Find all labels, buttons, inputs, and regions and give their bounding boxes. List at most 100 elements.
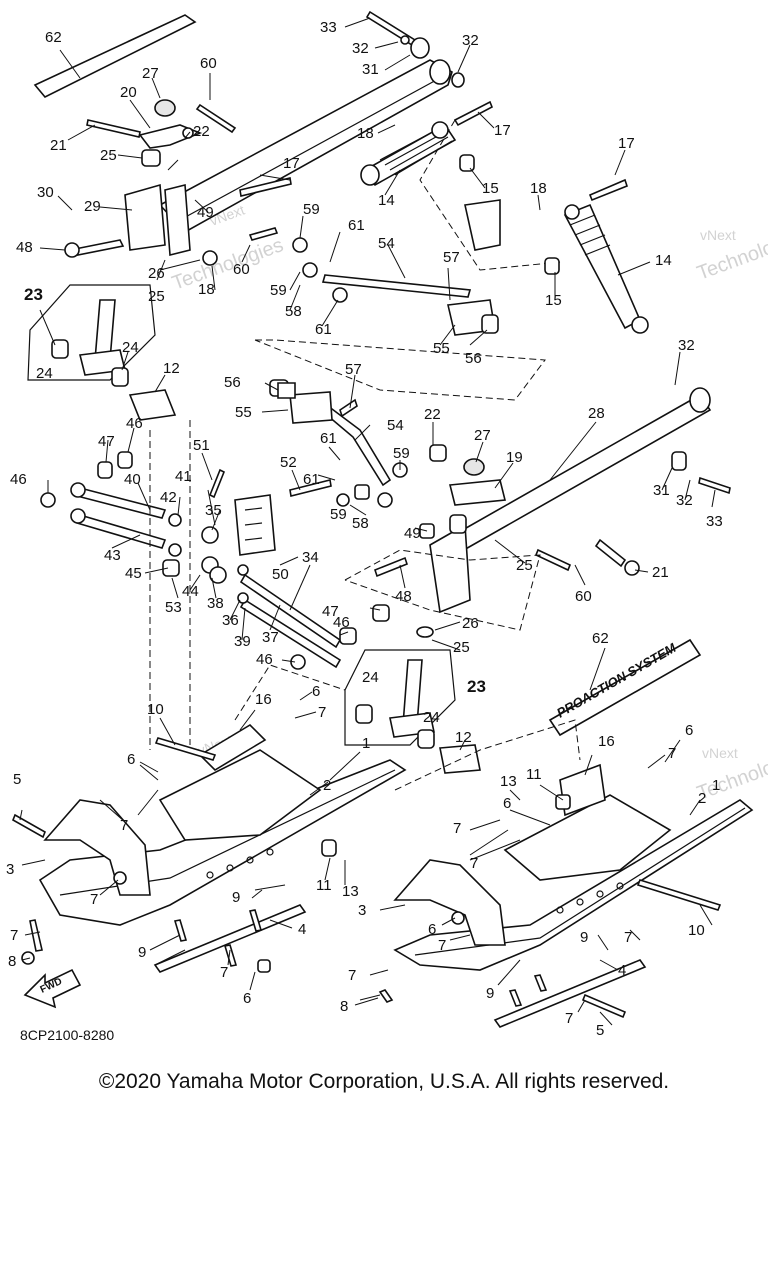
callout-35: 35 <box>205 502 222 519</box>
callout-42: 42 <box>160 489 177 506</box>
shock-absorber-top <box>360 121 457 187</box>
callout-7d: 7 <box>10 927 18 944</box>
callout-49b: 49 <box>404 525 421 542</box>
callout-9c: 9 <box>580 929 588 946</box>
callout-59d: 59 <box>330 506 347 523</box>
callout-15b: 15 <box>545 292 562 309</box>
callout-11: 11 <box>316 877 332 894</box>
callout-55: 55 <box>433 340 450 357</box>
callout-47b: 47 <box>322 603 339 620</box>
callout-25b: 25 <box>148 288 165 305</box>
callout-2b: 2 <box>698 790 706 807</box>
callout-59b: 59 <box>270 282 287 299</box>
callout-47: 47 <box>98 433 115 450</box>
callout-6e: 6 <box>685 722 693 739</box>
shock-absorber-right <box>563 203 649 334</box>
callout-60: 60 <box>200 55 217 72</box>
callout-9d: 9 <box>486 985 494 1002</box>
callout-14b: 14 <box>655 252 672 269</box>
svg-text:vNext: vNext <box>700 227 736 243</box>
callout-17c: 17 <box>618 135 635 152</box>
callout-55b: 55 <box>235 404 252 421</box>
callout-60b: 60 <box>233 261 250 278</box>
callout-9b: 9 <box>232 889 240 906</box>
callout-33b: 33 <box>706 513 723 530</box>
callout-53: 53 <box>165 599 182 616</box>
callout-14: 14 <box>378 192 395 209</box>
callout-24b: 24 <box>36 365 53 382</box>
callout-56: 56 <box>465 350 482 367</box>
callout-40: 40 <box>124 471 141 488</box>
callout-32b: 32 <box>462 32 479 49</box>
callout-6d: 6 <box>503 795 511 812</box>
parts-diagram: vNext Technologies vNext Technologies vN… <box>6 10 768 1039</box>
callout-10b: 10 <box>688 922 705 939</box>
callout-54b: 54 <box>387 417 404 434</box>
callout-22: 22 <box>193 123 210 140</box>
callout-48: 48 <box>16 239 33 256</box>
bolt-21 <box>86 119 141 138</box>
ski-right <box>378 763 754 1028</box>
callout-43: 43 <box>104 547 121 564</box>
callout-15: 15 <box>482 180 499 197</box>
callout-16b: 16 <box>598 733 615 750</box>
callout-8b: 8 <box>340 998 348 1015</box>
callout-27b: 27 <box>474 427 491 444</box>
callout-32: 32 <box>352 40 369 57</box>
callout-32d: 32 <box>676 492 693 509</box>
callout-7j: 7 <box>624 929 632 946</box>
callout-46d: 46 <box>256 651 273 668</box>
callout-7l: 7 <box>565 1010 573 1027</box>
callout-62b: 62 <box>592 630 609 647</box>
callout-6c: 6 <box>243 990 251 1007</box>
callout-11b: 11 <box>526 766 542 783</box>
callout-7e: 7 <box>220 964 228 981</box>
callout-46: 46 <box>126 415 143 432</box>
callout-8: 8 <box>8 953 16 970</box>
callout-6: 6 <box>312 683 320 700</box>
callout-45: 45 <box>125 565 142 582</box>
diagram-code: 8CP2100-8280 <box>20 1027 115 1043</box>
callout-23: 23 <box>24 285 43 304</box>
callout-46b: 46 <box>10 471 27 488</box>
callout-16: 16 <box>255 691 272 708</box>
callout-51: 51 <box>193 437 210 454</box>
callout-61d: 61 <box>303 471 320 488</box>
callout-17b: 17 <box>494 122 511 139</box>
callout-29: 29 <box>84 198 101 215</box>
callout-26: 26 <box>148 265 165 282</box>
callout-12b: 12 <box>455 729 472 746</box>
callout-31: 31 <box>362 61 379 78</box>
callout-18b: 18 <box>357 125 374 142</box>
svg-text:vNext: vNext <box>702 745 738 761</box>
callout-46c: 46 <box>333 614 350 631</box>
callout-49: 49 <box>197 204 214 221</box>
callout-30: 30 <box>37 184 54 201</box>
callout-52: 52 <box>280 454 297 471</box>
svg-text:PROACTION SYSTEM: PROACTION SYSTEM <box>554 639 679 720</box>
callout-19: 19 <box>506 449 523 466</box>
callout-50: 50 <box>272 566 289 583</box>
callout-24c: 24 <box>362 669 379 686</box>
callout-58b: 58 <box>352 515 369 532</box>
callout-22b: 22 <box>424 406 441 423</box>
callout-31b: 31 <box>653 482 670 499</box>
callout-26b: 26 <box>462 615 479 632</box>
callout-25: 25 <box>100 147 117 164</box>
callout-21: 21 <box>50 137 67 154</box>
callout-58: 58 <box>285 303 302 320</box>
callout-38: 38 <box>207 595 224 612</box>
callout-3: 3 <box>6 861 14 878</box>
callout-4: 4 <box>298 921 306 938</box>
callout-62: 62 <box>45 29 62 46</box>
callout-33: 33 <box>320 19 337 36</box>
callout-7f: 7 <box>453 820 461 837</box>
callout-7h: 7 <box>668 745 676 762</box>
callout-57b: 57 <box>345 361 362 378</box>
callout-59c: 59 <box>393 445 410 462</box>
fwd-arrow-icon: FWD <box>23 968 82 1009</box>
callout-labels: 62 27 60 20 22 21 25 30 29 49 48 26 25 1… <box>6 19 723 1039</box>
callout-61: 61 <box>348 217 365 234</box>
callout-13: 13 <box>342 883 359 900</box>
callout-7k: 7 <box>348 967 356 984</box>
